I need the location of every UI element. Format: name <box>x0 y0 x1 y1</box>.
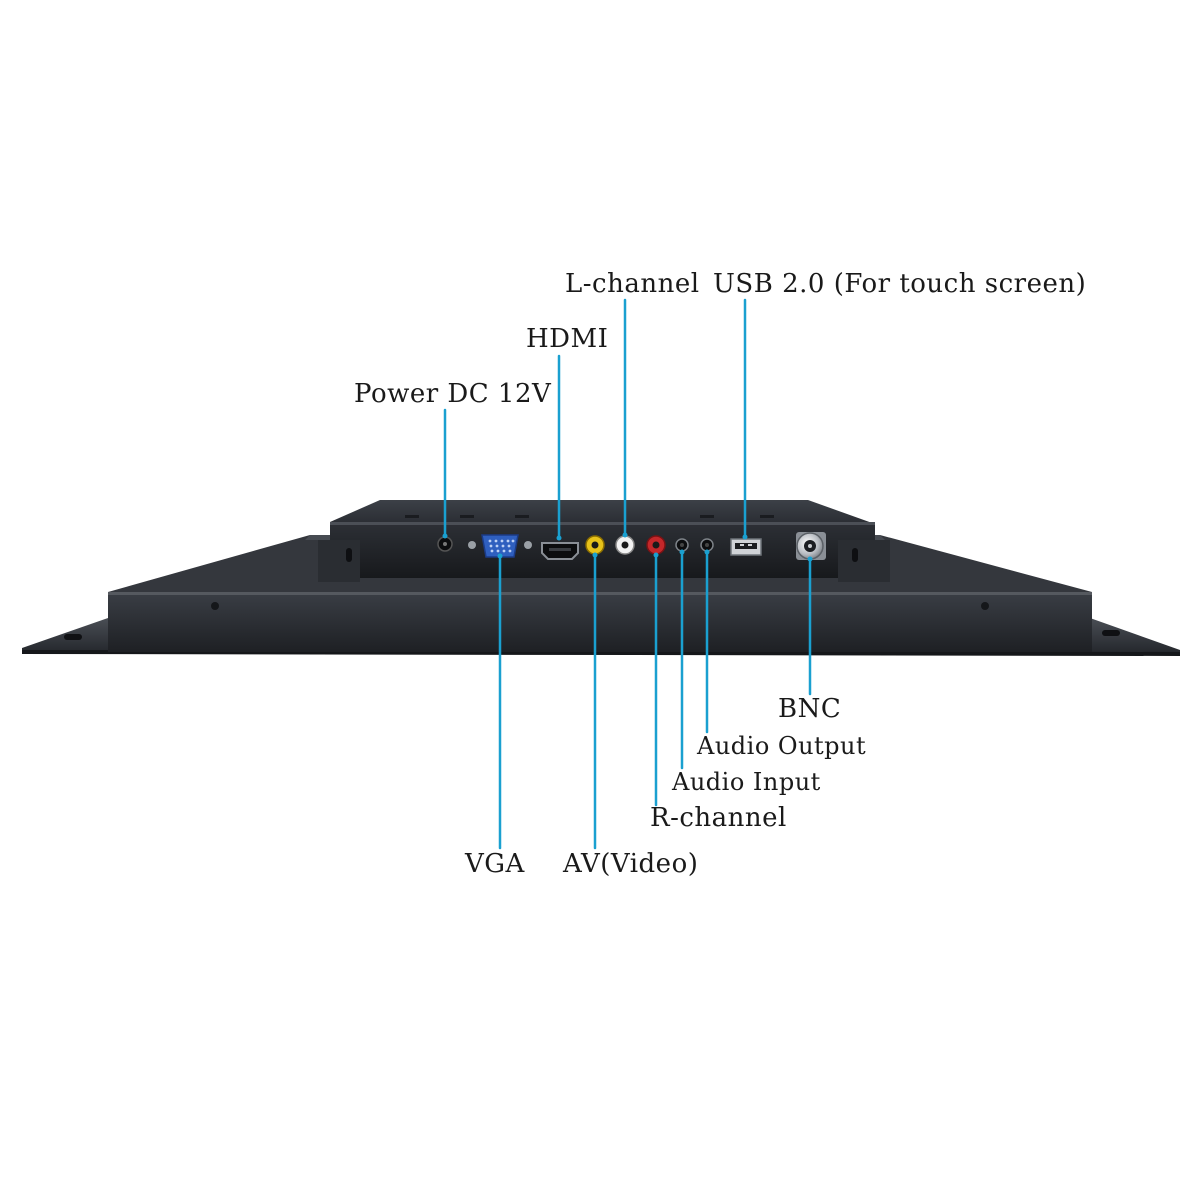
audio-input-jack-icon <box>675 538 689 552</box>
label-usb-2-0: USB 2.0 (For touch screen) <box>713 269 1087 299</box>
label-l-channel: L-channel <box>565 269 700 299</box>
label-av-video: AV(Video) <box>563 849 699 879</box>
label-vga: VGA <box>465 849 525 879</box>
l-channel-jack-icon <box>615 535 635 555</box>
panel-front-face <box>64 592 1120 652</box>
vga-port-icon <box>468 534 532 558</box>
label-r-channel: R-channel <box>650 803 787 833</box>
audio-output-jack-icon <box>700 538 714 552</box>
r-channel-jack-icon <box>646 535 666 555</box>
label-hdmi: HDMI <box>526 324 609 354</box>
panel-screw-left-icon <box>211 602 219 610</box>
label-power-dc-12v: Power DC 12V <box>354 379 552 409</box>
label-audio-output: Audio Output <box>697 732 867 760</box>
power-dc-port-icon <box>437 536 453 552</box>
av-video-jack-icon <box>585 535 605 555</box>
panel-screw-right-icon <box>981 602 989 610</box>
leader-lines <box>443 298 812 850</box>
usb-port-icon <box>730 538 762 556</box>
hdmi-port-icon <box>541 542 579 560</box>
label-bnc: BNC <box>778 694 842 724</box>
flange-hole-right-icon <box>1102 630 1120 636</box>
leader-dots <box>442 532 813 562</box>
flange-hole-left-icon <box>64 634 82 640</box>
label-audio-input: Audio Input <box>672 768 821 796</box>
bnc-connector-icon <box>796 532 826 560</box>
